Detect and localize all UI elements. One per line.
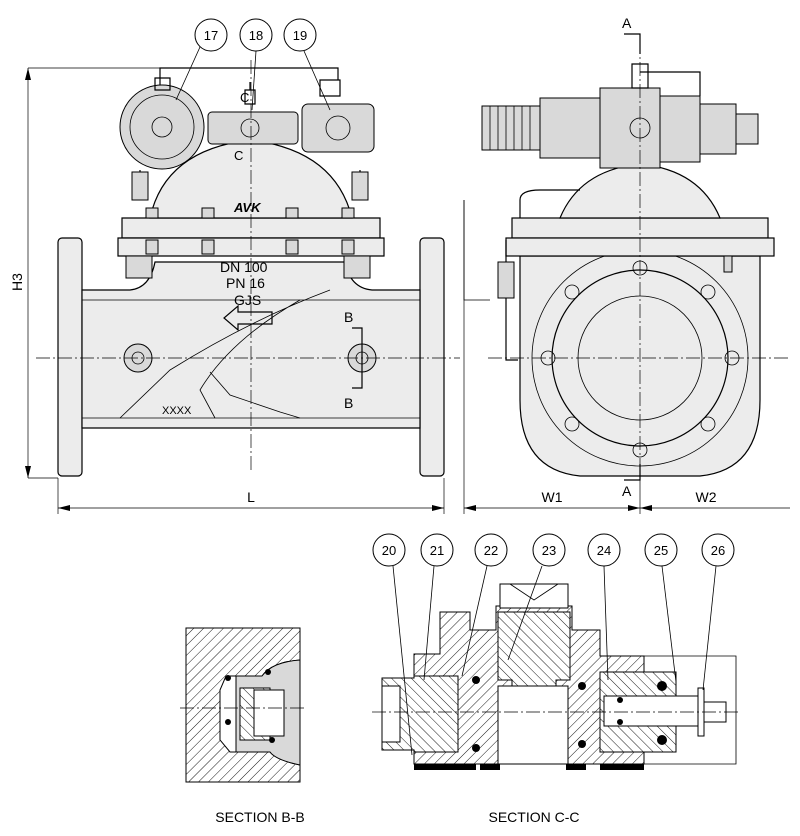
right-fitting <box>343 255 371 279</box>
svg-text:24: 24 <box>597 543 611 558</box>
section-c-bottom: C <box>234 148 243 163</box>
svg-text:19: 19 <box>293 28 307 43</box>
dimension-h3: H3 <box>9 67 160 479</box>
side-pilot-knob <box>481 105 541 151</box>
w1-label: W1 <box>542 489 563 505</box>
svg-text:26: 26 <box>711 543 725 558</box>
section-c-c-title: SECTION C-C <box>489 809 580 825</box>
balloon-26: 26 <box>701 533 735 691</box>
svg-text:23: 23 <box>542 543 556 558</box>
dn-mark: DN 100 <box>220 259 268 275</box>
right-flange <box>419 237 445 477</box>
section-a-top: A <box>622 15 632 31</box>
balloon-17: 17 <box>175 18 228 101</box>
balloon-18: 18 <box>239 18 273 111</box>
section-b-top: B <box>344 309 353 325</box>
left-fitting <box>125 255 153 279</box>
cast-mark: XXXX <box>162 405 192 417</box>
svg-text:21: 21 <box>430 543 444 558</box>
pilot-18-body <box>207 111 299 145</box>
section-a-marker: A A <box>622 15 641 499</box>
svg-text:20: 20 <box>382 543 396 558</box>
section-b-b-title: SECTION B-B <box>215 809 304 825</box>
section-c-c <box>372 583 740 770</box>
flow-arrow <box>223 304 273 332</box>
svg-text:22: 22 <box>484 543 498 558</box>
balloon-25: 25 <box>644 533 678 683</box>
section-b-bottom: B <box>344 395 353 411</box>
pilot-17-body <box>119 84 205 170</box>
svg-text:25: 25 <box>654 543 668 558</box>
section-b-marker: B B <box>344 309 363 411</box>
svg-text:18: 18 <box>249 28 263 43</box>
w2-label: W2 <box>696 489 717 505</box>
logo-mark: AVK <box>233 200 262 215</box>
bonnet-bolts <box>145 207 355 255</box>
balloon-22: 22 <box>461 533 508 677</box>
balloon-19: 19 <box>283 18 331 111</box>
balloon-21: 21 <box>420 533 454 681</box>
balloon-23: 23 <box>507 533 566 661</box>
balloon-20: 20 <box>372 533 413 756</box>
pilot-19-body <box>301 103 375 153</box>
dimension-l: L <box>57 478 445 514</box>
material-mark: GJS <box>234 292 261 308</box>
section-c-top: C <box>240 90 249 105</box>
pn-mark: PN 16 <box>226 275 265 291</box>
section-a-bottom: A <box>622 483 632 499</box>
svg-text:17: 17 <box>204 28 218 43</box>
balloon-24: 24 <box>587 533 621 681</box>
dimension-w1-w2: W1 W2 <box>463 200 790 514</box>
side-view <box>463 63 775 477</box>
section-b-b <box>180 627 306 783</box>
left-flange <box>57 237 83 477</box>
internal-seat <box>119 289 331 419</box>
l-label: L <box>247 489 255 505</box>
h3-label: H3 <box>9 273 25 291</box>
